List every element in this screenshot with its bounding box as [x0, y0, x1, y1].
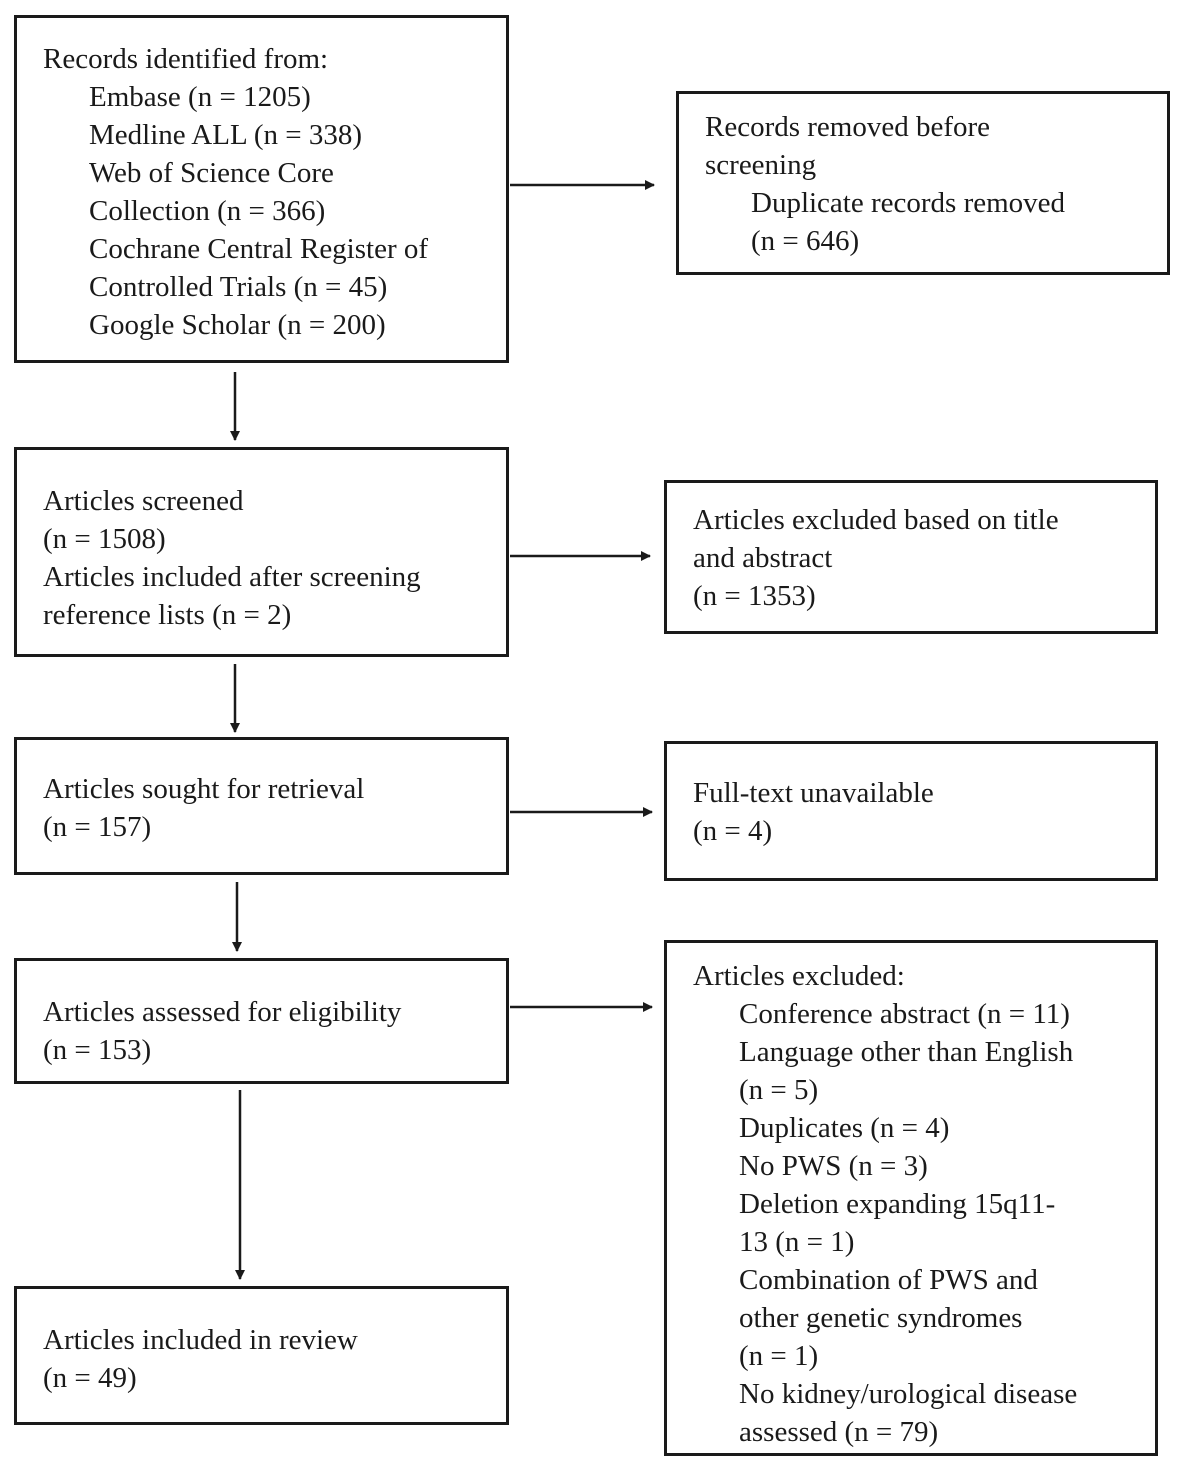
excluded-title-box: Articles excluded based on title and abs…: [664, 480, 1158, 634]
retrieval-line: (n = 157): [43, 811, 152, 843]
excluded-reason: (n = 1): [739, 1340, 819, 1372]
screened-line: (n = 1508): [43, 523, 166, 555]
retrieval-line: Articles sought for retrieval: [43, 773, 365, 805]
identification-sources: Embase (n = 1205) Medline ALL (n = 338) …: [43, 78, 506, 344]
screened-line: reference lists (n = 2): [43, 599, 292, 631]
removed-detail-line-2: (n = 646): [751, 225, 860, 257]
source-item: Collection (n = 366): [89, 195, 326, 227]
excluded-title-line: and abstract: [693, 542, 833, 574]
excluded-reason: Conference abstract (n = 11): [739, 998, 1070, 1030]
records-removed-box: Records removed before screening Duplica…: [676, 91, 1170, 275]
screened-line: Articles included after screening: [43, 561, 421, 593]
eligibility-box: Articles assessed for eligibility (n = 1…: [14, 958, 509, 1084]
excluded-reason: assessed (n = 79): [739, 1416, 939, 1448]
excluded-reason: Duplicates (n = 4): [739, 1112, 950, 1144]
identification-heading: Records identified from:: [43, 43, 329, 75]
excluded-reasons: Conference abstract (n = 11) Language ot…: [693, 995, 1155, 1451]
unavailable-line: (n = 4): [693, 815, 773, 847]
screened-line: Articles screened: [43, 485, 244, 517]
excluded-box: Articles excluded: Conference abstract (…: [664, 940, 1158, 1456]
source-item: Web of Science Core: [89, 157, 334, 189]
excluded-reason: Combination of PWS and: [739, 1264, 1038, 1296]
source-item: Google Scholar (n = 200): [89, 309, 386, 341]
excluded-reason: (n = 5): [739, 1074, 819, 1106]
excluded-reason: other genetic syndromes: [739, 1302, 1023, 1334]
eligibility-line: Articles assessed for eligibility: [43, 996, 402, 1028]
excluded-reason: 13 (n = 1): [739, 1226, 855, 1258]
source-item: Embase (n = 1205): [89, 81, 311, 113]
excluded-heading: Articles excluded:: [693, 960, 905, 992]
unavailable-box: Full-text unavailable (n = 4): [664, 741, 1158, 881]
included-line: (n = 49): [43, 1362, 137, 1394]
screened-box: Articles screened (n = 1508) Articles in…: [14, 447, 509, 657]
source-item: Cochrane Central Register of: [89, 233, 429, 265]
removed-detail-line-1: Duplicate records removed: [751, 187, 1066, 219]
excluded-reason: Language other than English: [739, 1036, 1074, 1068]
identification-box: Records identified from: Embase (n = 120…: [14, 15, 509, 363]
excluded-title-line: (n = 1353): [693, 580, 816, 612]
removed-heading-line-1: Records removed before: [705, 111, 991, 143]
excluded-reason: No kidney/urological disease: [739, 1378, 1078, 1410]
removed-detail: Duplicate records removed (n = 646): [705, 184, 1167, 260]
eligibility-line: (n = 153): [43, 1034, 152, 1066]
source-item: Controlled Trials (n = 45): [89, 271, 388, 303]
included-box: Articles included in review (n = 49): [14, 1286, 509, 1425]
removed-heading-line-2: screening: [705, 149, 817, 181]
excluded-reason: No PWS (n = 3): [739, 1150, 928, 1182]
source-item: Medline ALL (n = 338): [89, 119, 363, 151]
excluded-reason: Deletion expanding 15q11-: [739, 1188, 1056, 1220]
included-line: Articles included in review: [43, 1324, 358, 1356]
excluded-title-line: Articles excluded based on title: [693, 504, 1059, 536]
unavailable-line: Full-text unavailable: [693, 777, 934, 809]
retrieval-box: Articles sought for retrieval (n = 157): [14, 737, 509, 875]
